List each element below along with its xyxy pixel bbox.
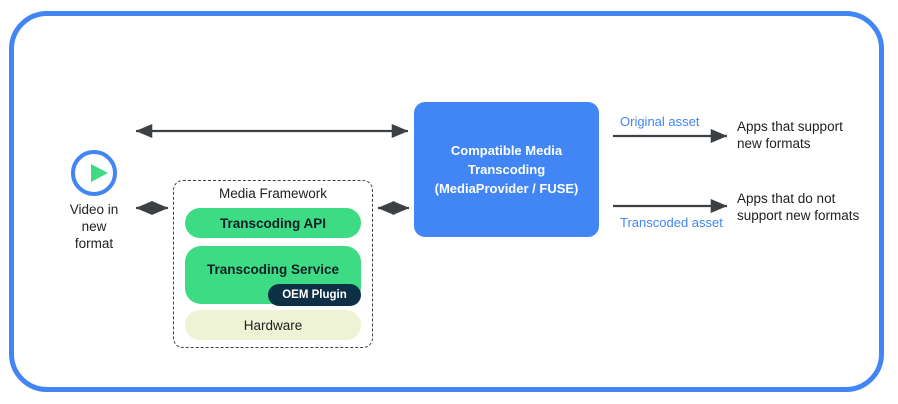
play-circle-icon (71, 150, 117, 196)
original-asset-label: Original asset (620, 114, 700, 129)
hardware-box: Hardware (185, 310, 361, 340)
play-triangle-icon (91, 164, 108, 182)
media-framework-container (173, 180, 373, 348)
video-source-caption: Video in new format (69, 202, 119, 251)
media-framework-title: Media Framework (218, 186, 328, 201)
apps-not-supporting-new-formats-label: Apps that do not support new formats (737, 191, 860, 223)
transcoding-api-box: Transcoding API (185, 208, 361, 238)
compatible-media-transcoding-box: Compatible Media Transcoding (MediaProvi… (414, 102, 599, 237)
oem-plugin-badge: OEM Plugin (268, 284, 361, 306)
transcoded-asset-label: Transcoded asset (620, 215, 723, 230)
outer-frame-border (9, 11, 884, 392)
apps-supporting-new-formats-label: Apps that support new formats (737, 119, 843, 151)
